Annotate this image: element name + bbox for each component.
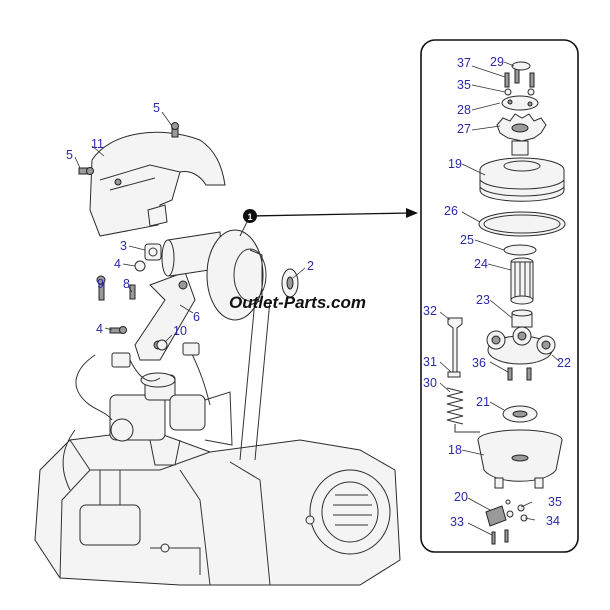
label-24: 24 [474, 257, 488, 271]
cover-part-11 [89, 131, 226, 237]
label-32: 32 [423, 304, 437, 318]
label-21: 21 [476, 395, 490, 409]
engine-assembly [34, 299, 401, 586]
label-2: 2 [307, 259, 314, 273]
label-5-top: 5 [153, 101, 160, 115]
label-37: 37 [457, 56, 471, 70]
clutch-assembly-callout [161, 229, 299, 321]
label-4-bottom: 4 [96, 322, 103, 336]
callout-arrow [239, 208, 418, 237]
label-34: 34 [546, 514, 560, 528]
callout-marker [243, 209, 257, 223]
label-29: 29 [490, 55, 504, 69]
label-28: 28 [457, 103, 471, 117]
watermark-text: Outlet-Parts.com [229, 293, 366, 312]
label-19: 19 [448, 157, 462, 171]
label-22: 22 [557, 356, 571, 370]
part-number-labels: 37 29 35 28 27 19 26 25 24 23 32 22 36 3… [66, 55, 571, 529]
label-33: 33 [450, 515, 464, 529]
label-4-top: 4 [114, 257, 121, 271]
left-small-parts [78, 122, 179, 351]
label-11: 11 [91, 137, 104, 151]
label-27: 27 [457, 122, 471, 136]
label-5-left: 5 [66, 148, 73, 162]
label-35-bottom: 35 [548, 495, 562, 509]
label-9: 9 [97, 277, 104, 291]
label-3: 3 [120, 239, 127, 253]
label-8: 8 [123, 277, 130, 291]
exploded-clutch-parts [446, 61, 566, 545]
label-23: 23 [476, 293, 490, 307]
label-30: 30 [423, 376, 437, 390]
label-31: 31 [423, 355, 437, 369]
label-36: 36 [472, 356, 486, 370]
leader-lines [74, 61, 561, 536]
label-25: 25 [460, 233, 474, 247]
label-35-top: 35 [457, 78, 471, 92]
label-6: 6 [193, 310, 200, 324]
bracket-part-6 [134, 271, 196, 361]
label-26: 26 [444, 204, 458, 218]
label-20: 20 [454, 490, 468, 504]
callout-marker-text: 1 [247, 212, 252, 222]
label-10: 10 [173, 324, 187, 338]
label-18: 18 [448, 443, 462, 457]
